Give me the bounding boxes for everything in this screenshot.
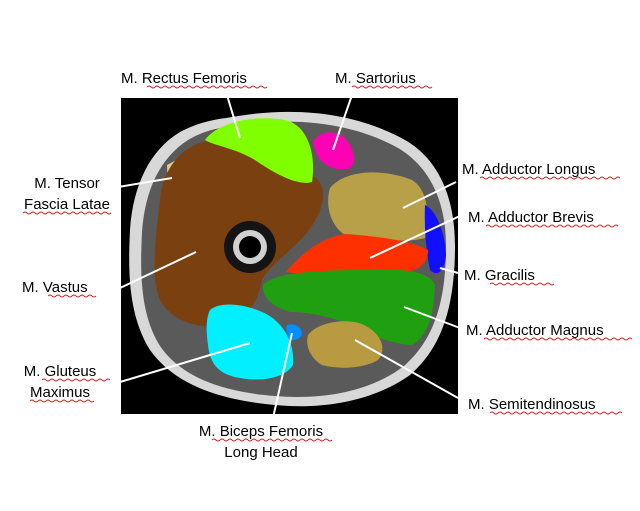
- squiggle-semitendinosus: [489, 411, 623, 415]
- squiggle-gluteus: [41, 378, 111, 382]
- leader-adductor-brevis: [369, 214, 463, 259]
- femur-marrow: [239, 236, 261, 258]
- spellcheck-underlines: [22, 85, 633, 442]
- semitendinosus-region: [307, 321, 383, 368]
- sartorius-region: [313, 132, 355, 170]
- label-rectus-femoris: M. Rectus Femoris: [121, 70, 247, 87]
- label-gluteus-maximus-line1: M. Gluteus: [24, 363, 97, 380]
- squiggle-rectus: [146, 85, 268, 89]
- rectus-femoris-region: [205, 118, 314, 183]
- label-adductor-magnus: M. Adductor Magnus: [466, 322, 604, 339]
- biceps-femoris-region: [286, 324, 302, 341]
- labels: M. Rectus Femoris M. Sartorius M. Tensor…: [22, 70, 604, 461]
- leader-lines: [109, 91, 463, 419]
- squiggle-sartorius: [351, 85, 433, 89]
- label-tensor-fascia-latae-line2: Fascia Latae: [24, 196, 110, 213]
- label-biceps-femoris-line2: Long Head: [224, 444, 297, 461]
- label-gluteus-maximus-line2: Maximus: [30, 384, 90, 401]
- gracilis-region: [424, 205, 446, 274]
- leader-sartorius: [332, 94, 353, 151]
- leader-adductor-longus: [402, 181, 457, 209]
- squiggle-biceps-femoris: [211, 438, 333, 442]
- adductor-longus-region: [328, 172, 428, 241]
- adductor-magnus-region: [262, 269, 435, 345]
- label-vastus: M. Vastus: [22, 279, 88, 296]
- label-tensor-fascia-latae-line1: M. Tensor: [34, 175, 100, 192]
- squiggle-gracilis: [489, 282, 555, 286]
- squiggle-adductor-brevis: [485, 224, 619, 228]
- squiggle-fascia-latae: [22, 211, 112, 215]
- squiggle-adductor-magnus: [483, 337, 633, 341]
- label-sartorius: M. Sartorius: [335, 70, 416, 87]
- leader-gluteus-maximus: [109, 342, 251, 386]
- leader-gracilis: [439, 267, 459, 274]
- label-semitendinosus: M. Semitendinosus: [468, 396, 596, 413]
- label-adductor-brevis: M. Adductor Brevis: [468, 209, 594, 226]
- squiggle-adductor-longus: [479, 176, 621, 180]
- leader-semitendinosus: [354, 339, 459, 399]
- leader-vastus: [119, 251, 197, 289]
- adductor-brevis-region: [286, 234, 428, 275]
- leader-rectus-femoris: [225, 91, 241, 139]
- squiggle-maximus: [29, 399, 95, 403]
- squiggle-vastus: [47, 294, 97, 298]
- label-biceps-femoris-line1: M. Biceps Femoris: [199, 423, 323, 440]
- leader-adductor-magnus: [403, 306, 461, 329]
- label-gracilis: M. Gracilis: [464, 267, 535, 284]
- leader-tensor-fascia-latae: [111, 177, 173, 189]
- label-adductor-longus: M. Adductor Longus: [462, 161, 595, 178]
- gluteus-maximus-region: [206, 304, 294, 380]
- leader-biceps-femoris: [272, 332, 293, 419]
